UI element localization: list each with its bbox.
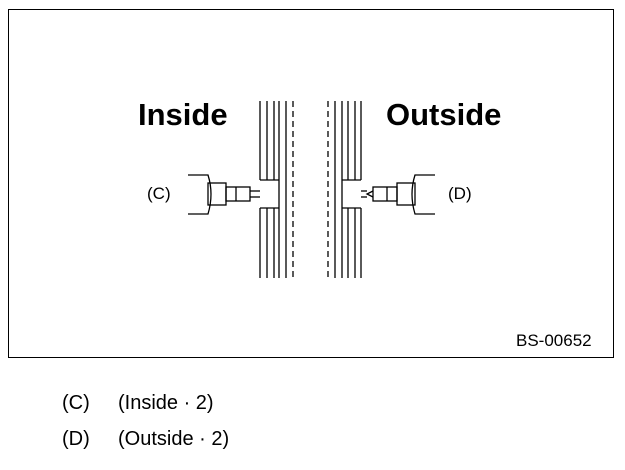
figure-code: BS-00652 — [516, 331, 592, 350]
legend-row: (C) (Inside · 2) — [62, 392, 214, 415]
tool-d-drawing — [361, 174, 435, 215]
legend-text: (Inside · 2) — [118, 392, 214, 414]
left-panel-stack — [259, 101, 294, 278]
tool-c-label: (C) — [147, 184, 171, 203]
outside-heading: Outside — [386, 97, 502, 132]
legend-key: (D) — [62, 428, 90, 450]
legend-row: (D) (Outside · 2) — [62, 428, 229, 451]
legend-text: (Outside · 2) — [118, 428, 230, 450]
tool-c-drawing — [188, 174, 260, 215]
diagram-frame — [8, 9, 614, 358]
legend-key: (C) — [62, 392, 90, 414]
right-panel-stack — [327, 101, 362, 278]
inside-heading: Inside — [138, 97, 228, 132]
tool-d-label: (D) — [448, 184, 472, 203]
